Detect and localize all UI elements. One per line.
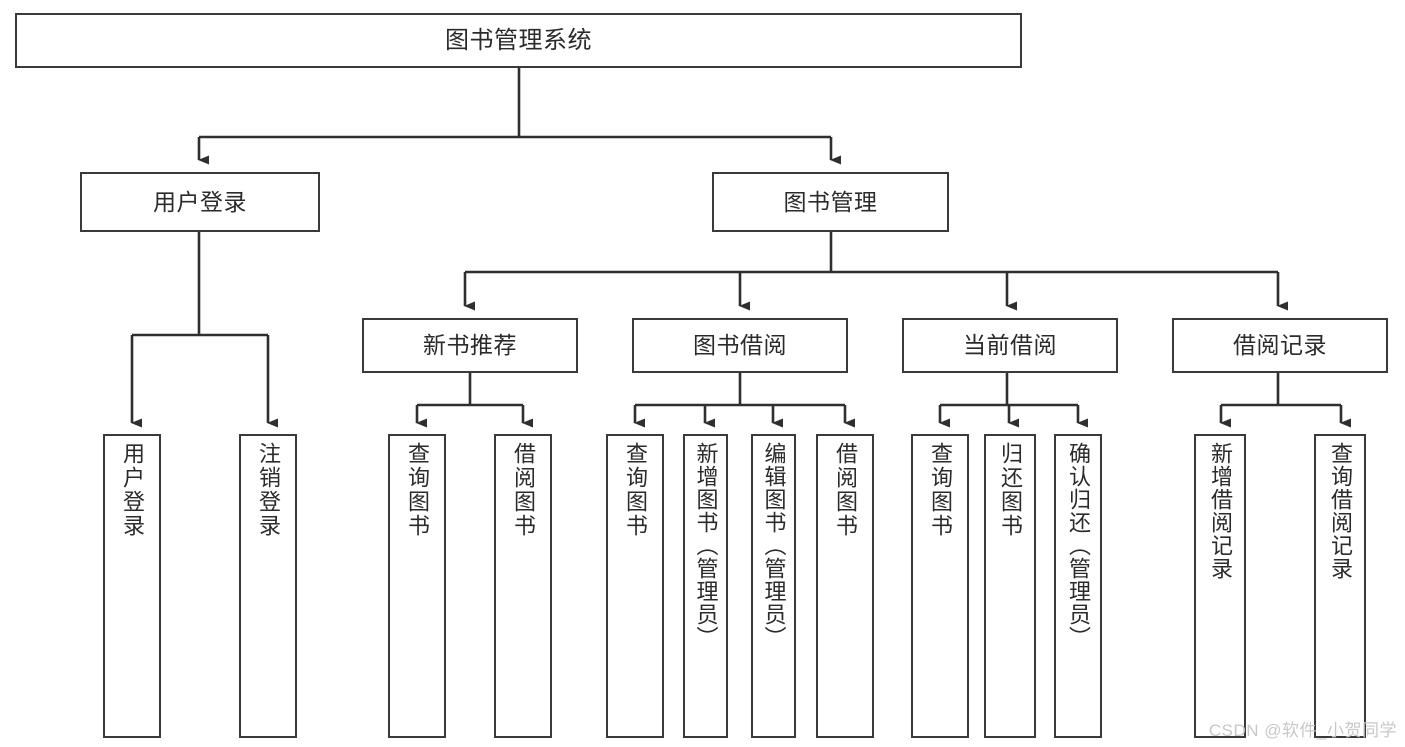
node-root[interactable]: 图书管理系统 bbox=[15, 13, 1022, 68]
node-leaf-logout-login-label: 注销登录 bbox=[256, 442, 281, 538]
node-current-borrow[interactable]: 当前借阅 bbox=[902, 318, 1118, 373]
node-new-book-rec-label: 新书推荐 bbox=[423, 332, 517, 359]
node-leaf-borrow-book-2[interactable]: 借阅图书 bbox=[816, 434, 874, 738]
node-leaf-add-record[interactable]: 新增借阅记录 bbox=[1194, 434, 1246, 738]
node-leaf-query-record[interactable]: 查询借阅记录 bbox=[1314, 434, 1366, 738]
node-leaf-logout-login[interactable]: 注销登录 bbox=[239, 434, 297, 738]
node-root-label: 图书管理系统 bbox=[445, 26, 592, 54]
node-borrow-record[interactable]: 借阅记录 bbox=[1172, 318, 1388, 373]
node-current-borrow-label: 当前借阅 bbox=[963, 332, 1057, 359]
node-book-manage[interactable]: 图书管理 bbox=[712, 172, 949, 232]
node-new-book-rec[interactable]: 新书推荐 bbox=[362, 318, 578, 373]
node-leaf-edit-book[interactable]: 编辑图书（管理员） bbox=[751, 434, 796, 738]
node-user-login[interactable]: 用户登录 bbox=[80, 172, 320, 232]
node-leaf-borrow-book-1[interactable]: 借阅图书 bbox=[494, 434, 552, 738]
node-leaf-borrow-book-2-label: 借阅图书 bbox=[833, 442, 858, 538]
node-leaf-confirm-return-label: 确认归还（管理员） bbox=[1066, 442, 1091, 649]
node-leaf-query-book-2[interactable]: 查询图书 bbox=[606, 434, 664, 738]
node-leaf-query-book-3[interactable]: 查询图书 bbox=[911, 434, 969, 738]
node-borrow-record-label: 借阅记录 bbox=[1233, 332, 1327, 359]
node-book-borrow[interactable]: 图书借阅 bbox=[632, 318, 848, 373]
node-leaf-query-record-label: 查询借阅记录 bbox=[1328, 442, 1353, 580]
node-user-login-label: 用户登录 bbox=[153, 188, 247, 215]
node-leaf-return-book[interactable]: 归还图书 bbox=[984, 434, 1036, 738]
node-leaf-confirm-return[interactable]: 确认归还（管理员） bbox=[1054, 434, 1102, 738]
node-leaf-add-record-label: 新增借阅记录 bbox=[1208, 442, 1233, 580]
watermark: CSDN @软件_小贺同学 bbox=[1208, 721, 1397, 740]
node-leaf-query-book-3-label: 查询图书 bbox=[928, 442, 953, 538]
node-leaf-user-login-label: 用户登录 bbox=[120, 442, 145, 538]
node-leaf-query-book-1-label: 查询图书 bbox=[405, 442, 430, 538]
node-book-manage-label: 图书管理 bbox=[783, 188, 878, 215]
node-leaf-edit-book-label: 编辑图书（管理员） bbox=[761, 442, 787, 649]
node-leaf-add-book-label: 新增图书（管理员） bbox=[693, 442, 719, 649]
node-book-borrow-label: 图书借阅 bbox=[693, 332, 787, 359]
node-leaf-add-book[interactable]: 新增图书（管理员） bbox=[683, 434, 728, 738]
node-leaf-query-book-1[interactable]: 查询图书 bbox=[388, 434, 446, 738]
node-leaf-user-login[interactable]: 用户登录 bbox=[103, 434, 161, 738]
node-leaf-query-book-2-label: 查询图书 bbox=[623, 442, 648, 538]
node-leaf-return-book-label: 归还图书 bbox=[998, 442, 1023, 538]
node-leaf-borrow-book-1-label: 借阅图书 bbox=[511, 442, 536, 538]
